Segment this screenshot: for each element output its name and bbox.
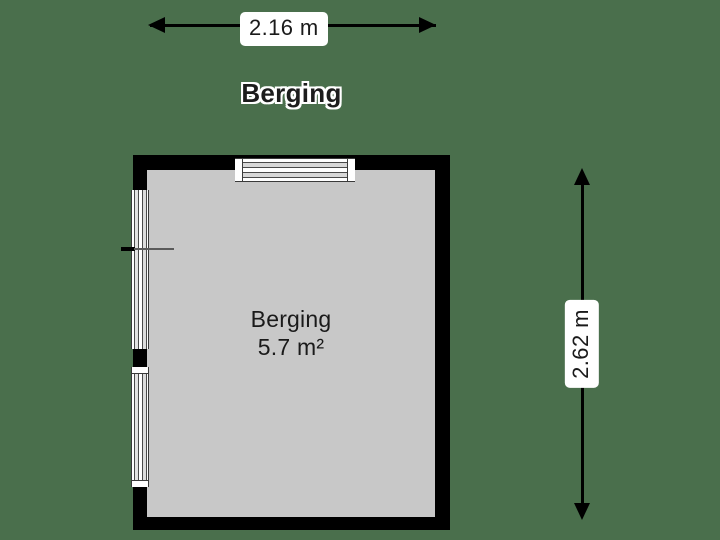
top-dimension-arrow-left: [148, 17, 165, 33]
wall-tick-line: [134, 248, 174, 250]
room-outline-berging[interactable]: Berging 5.7 m²: [131, 155, 450, 530]
height-dimension-arrow-bottom: [574, 503, 590, 520]
top-dimension-arrow-right: [419, 17, 436, 33]
room-floor: [147, 170, 435, 517]
room-label: Berging 5.7 m²: [147, 305, 435, 361]
window-left-wall-lower: [131, 367, 149, 487]
window-pane: [242, 159, 348, 181]
wall-opening-tick-icon: [121, 247, 175, 251]
window-pane: [132, 190, 148, 349]
height-dimension-label: 2.62 m: [564, 300, 599, 388]
room-name: Berging: [250, 306, 332, 332]
room-area: 5.7 m²: [257, 334, 325, 360]
window-pane: [132, 373, 148, 481]
height-dimension-arrow-top: [574, 168, 590, 185]
window-left-wall-upper: [131, 190, 149, 349]
page-title: Berging: [241, 78, 342, 108]
width-dimension-label: 2.16 m: [240, 12, 328, 46]
window-top-wall: [235, 158, 355, 182]
wall-tick-stub: [121, 247, 135, 251]
